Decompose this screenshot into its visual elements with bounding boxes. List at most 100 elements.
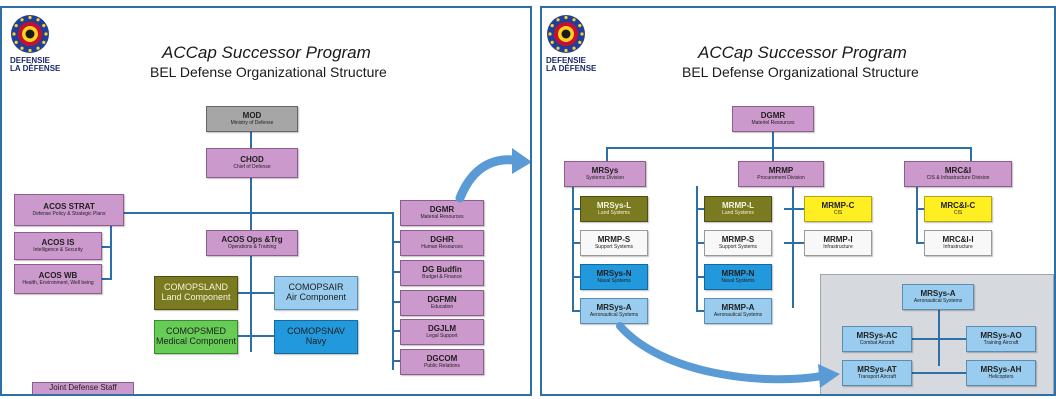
node-dgjlm: DGJLM Legal Support <box>400 319 484 345</box>
node-dgmr: DGMR Materiel Resources <box>732 106 814 132</box>
page-subtitle: BEL Defense Organizational Structure <box>150 64 387 80</box>
node-title: MRSys-A <box>920 288 956 298</box>
node-title: DGHR <box>430 234 454 244</box>
connector-line <box>392 330 400 332</box>
node-title: MRMP-C <box>821 200 855 210</box>
org-chart-dgmr-panel: DEFENSIE LA DÉFENSE ACCap Successor Prog… <box>540 6 1056 396</box>
node-description: Combat Aircraft <box>859 339 895 346</box>
node-chod: CHOD Chief of Defense <box>206 148 298 178</box>
node-mod: MOD Ministry of Defense <box>206 106 298 132</box>
node-description: Naval Systems <box>597 277 631 284</box>
node-title: MRMP-S <box>721 234 755 244</box>
node-description: Legal Support <box>426 332 458 339</box>
node-title: MOD <box>242 110 262 120</box>
node-description: Material Resources <box>420 213 464 220</box>
node-title: MRSys-N <box>596 268 632 278</box>
node-description: Naval Systems <box>721 277 755 284</box>
node-title: MRSys-L <box>596 200 632 210</box>
connector-line <box>696 208 704 210</box>
connector-line <box>572 208 580 210</box>
node-dgmr: DGMR Material Resources <box>400 200 484 226</box>
connector-line <box>606 147 970 149</box>
node-description: CIS <box>833 209 843 216</box>
zoom-node-mrsys-at: MRSys-AT Transport Aircraft <box>842 360 912 386</box>
defense-logo: DEFENSIE LA DÉFENSE <box>10 14 60 73</box>
node-description: Budget & Finance <box>422 273 462 280</box>
node-mrci-i: MRC&I-I Infrastructure <box>924 230 992 256</box>
connector-line <box>572 242 580 244</box>
legend-label: Joint Defense Staff <box>49 383 117 393</box>
node-title: MRMP-I <box>823 234 853 244</box>
node-title: MRMP-A <box>721 302 755 312</box>
node-description: Helicopters <box>988 373 1014 380</box>
node-description: Public Relations <box>424 362 460 369</box>
logo-text-french: LA DÉFENSE <box>10 64 61 73</box>
connector-line <box>916 208 924 210</box>
node-title: MRMP-L <box>722 200 754 210</box>
zoom-node-mrsys-ao: MRSys-AO Training Aircraft <box>966 326 1036 352</box>
page-subtitle: BEL Defense Organizational Structure <box>682 64 919 80</box>
node-mrmp-i: MRMP-I Infrastructure <box>804 230 872 256</box>
logo-text-french: LA DÉFENSE <box>546 64 597 73</box>
node-description: CIS & Infrastructure Division <box>926 174 990 181</box>
connector-line <box>572 276 580 278</box>
connector-line <box>250 132 252 148</box>
node-description: Training Aircraft <box>983 339 1019 346</box>
node-title: ACOS STRAT <box>43 201 95 211</box>
node-dg-budfin: DG Budfin Budget & Finance <box>400 260 484 286</box>
node-title: COMOPSLAND <box>163 282 228 293</box>
node-description: Ministry of Defense <box>230 119 274 126</box>
node-description: Land Component <box>161 292 231 302</box>
page-title: ACCap Successor Program <box>698 43 907 62</box>
logo-text-dutch: DEFENSIE <box>10 56 51 65</box>
node-description: Transport Aircraft <box>857 373 897 380</box>
node-description: Aeronautical Systems <box>913 297 963 304</box>
node-description: Aeronautical Systems <box>589 311 639 318</box>
connector-line <box>792 186 794 308</box>
node-description: Health, Environment, Well being <box>22 279 94 286</box>
node-mrmp-n: MRMP-N Naval Systems <box>704 264 772 290</box>
connector-line <box>912 372 966 374</box>
belgian-defense-emblem-icon <box>547 15 585 53</box>
connector-line <box>916 242 924 244</box>
connector-line <box>238 292 252 294</box>
connector-line <box>392 271 400 273</box>
node-mrmp-a: MRMP-A Aeronautical Systems <box>704 298 772 324</box>
node-title: DGFMN <box>427 294 457 304</box>
defense-logo: DEFENSIE LA DÉFENSE <box>546 14 596 73</box>
node-description: Medical Component <box>155 336 237 346</box>
connector-line <box>970 147 972 161</box>
node-mrci: MRC&I CIS & Infrastructure Division <box>904 161 1012 187</box>
zoom-node-mrsys-ac: MRSys-AC Combat Aircraft <box>842 326 912 352</box>
connector-line <box>250 178 252 230</box>
connector-line <box>250 335 274 337</box>
node-title: DGJLM <box>428 323 456 333</box>
belgian-defense-emblem-icon <box>11 15 49 53</box>
connector-line <box>912 338 966 340</box>
node-mrci-c: MRC&I-C CIS <box>924 196 992 222</box>
page-title: ACCap Successor Program <box>162 43 371 62</box>
node-description: Land Systems <box>722 209 754 216</box>
connector-line <box>696 186 698 312</box>
logo-text-dutch: DEFENSIE <box>546 56 587 65</box>
node-title: DGMR <box>760 110 786 120</box>
node-mrsys-l: MRSys-L Land Systems <box>580 196 648 222</box>
node-title: COMOPSNAV <box>287 326 345 337</box>
node-comopsair: COMOPSAIR Air Component <box>274 276 358 310</box>
connector-line <box>392 241 400 243</box>
node-acos-is: ACOS IS Intelligence & Security <box>14 232 102 260</box>
node-title: MRMP <box>768 165 794 175</box>
node-title: MRC&I-I <box>942 234 974 244</box>
node-mrsys-s: MRMP-S Support Systems <box>580 230 648 256</box>
node-title: MRC&I-C <box>940 200 976 210</box>
legend-joint-defense-staff: Joint Defense Staff <box>32 382 134 394</box>
node-title: COMOPSMED <box>165 326 226 337</box>
node-title: DGMR <box>429 204 455 214</box>
node-title: MRC&I <box>944 165 972 175</box>
node-description: Human Resources <box>421 243 463 250</box>
node-title: CHOD <box>240 154 264 164</box>
connector-line <box>696 242 704 244</box>
node-acos-ops: ACOS Ops &Trg Operations & Training <box>206 230 298 256</box>
node-description: Chief of Defense <box>233 163 271 170</box>
node-description: Infrastructure <box>943 243 973 250</box>
